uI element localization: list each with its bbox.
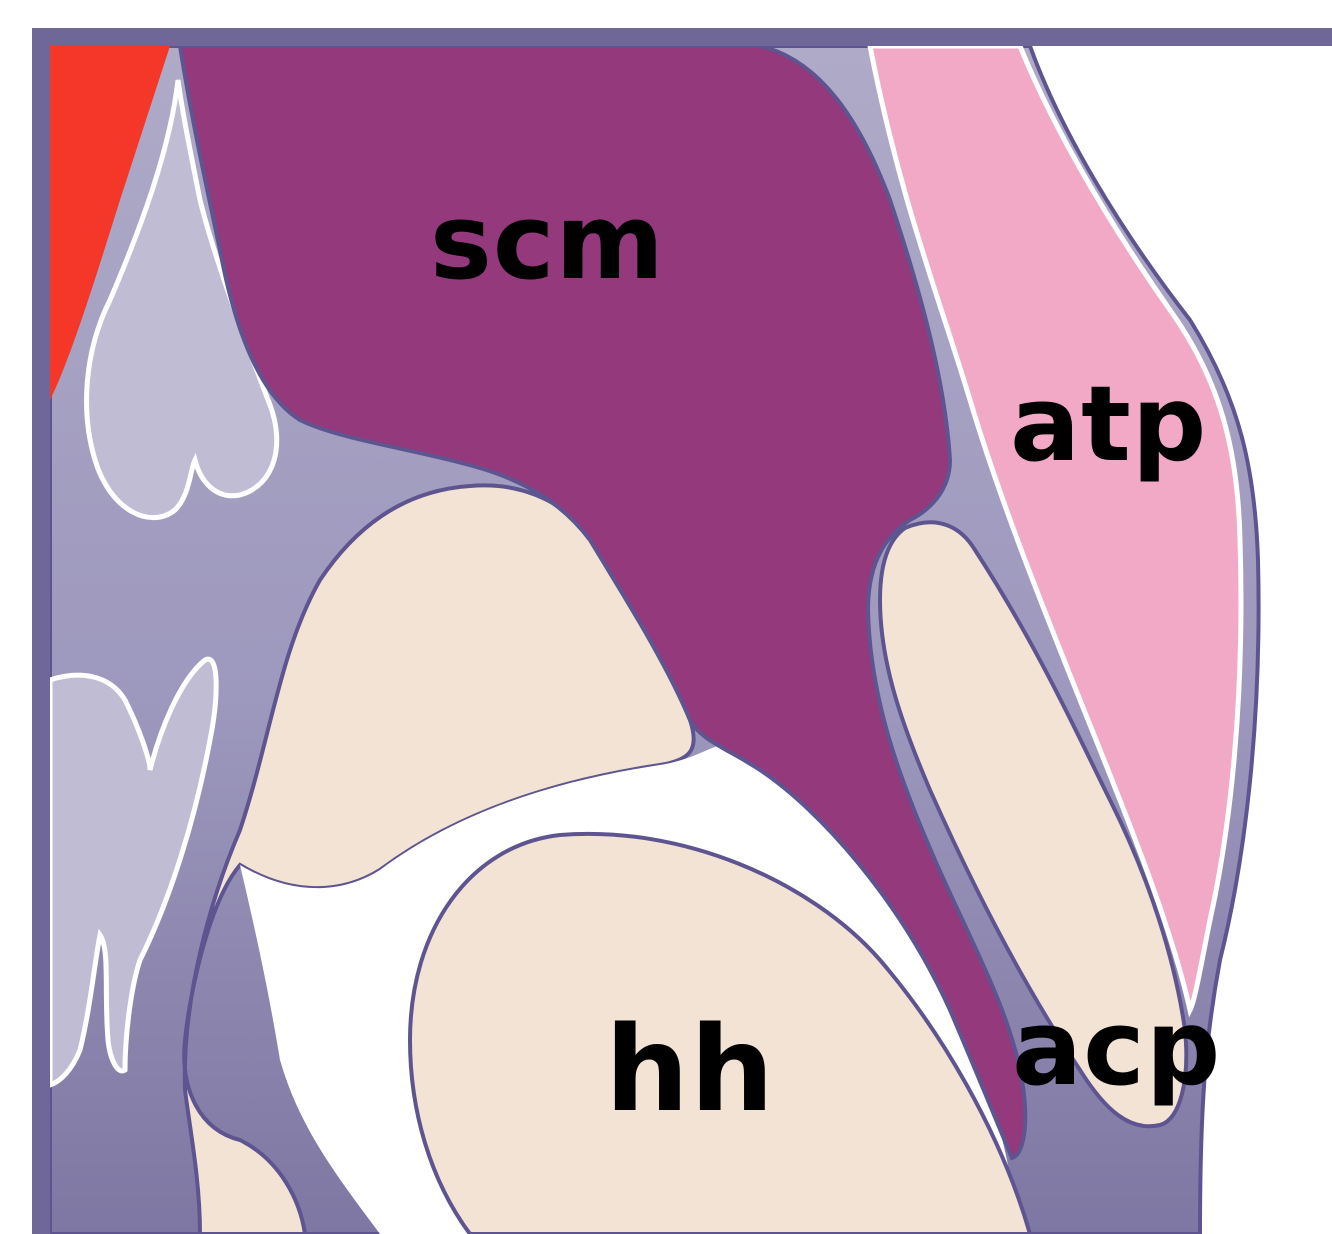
label-hh: hh (605, 1000, 775, 1138)
frame-left-border (32, 28, 50, 1234)
label-scm: scm (430, 181, 665, 303)
frame-top-border (32, 28, 1332, 46)
label-acp: acp (1012, 987, 1221, 1109)
label-atp: atp (1010, 363, 1207, 485)
